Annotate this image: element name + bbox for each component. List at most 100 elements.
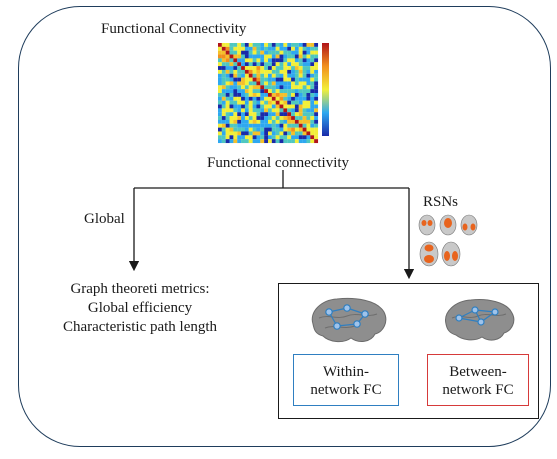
matrix-cell	[252, 69, 257, 74]
matrix-cell	[244, 123, 249, 128]
within-line-2: network FC	[310, 382, 382, 398]
matrix-cell	[241, 43, 245, 47]
matrix-cell	[268, 96, 272, 101]
matrix-cell	[268, 116, 272, 120]
matrix-cell	[237, 127, 242, 132]
matrix-cell	[218, 66, 222, 70]
matrix-cell	[306, 81, 311, 86]
matrix-cell	[314, 43, 319, 47]
matrix-cell	[237, 43, 242, 47]
matrix-cell	[306, 46, 311, 51]
matrix-cell	[241, 135, 245, 140]
matrix-cell	[221, 58, 226, 63]
matrix-cell	[275, 131, 280, 136]
matrix-cell	[268, 112, 272, 117]
matrix-cell	[218, 73, 222, 78]
matrix-cell	[241, 139, 245, 144]
matrix-cell	[287, 62, 292, 67]
matrix-cell	[298, 131, 303, 136]
rsn-map	[419, 241, 439, 267]
matrix-cell	[275, 116, 280, 120]
matrix-cell	[294, 100, 299, 105]
matrix-cell	[229, 77, 234, 82]
matrix-cell	[264, 46, 269, 51]
matrix-cell	[306, 93, 311, 97]
matrix-cell	[271, 116, 276, 120]
matrix-cell	[314, 104, 319, 109]
matrix-cell	[221, 77, 226, 82]
matrix-cell	[229, 104, 234, 109]
matrix-cell	[225, 50, 230, 55]
matrix-cell	[268, 62, 272, 67]
matrix-cell	[287, 135, 292, 140]
matrix-cell	[271, 89, 276, 94]
matrix-cell	[287, 96, 292, 101]
matrix-cell	[260, 89, 265, 94]
matrix-cell	[291, 139, 295, 144]
matrix-cell	[252, 46, 257, 51]
matrix-cell	[244, 77, 249, 82]
matrix-cell	[291, 119, 295, 124]
matrix-cell	[298, 85, 303, 90]
matrix-cell	[275, 119, 280, 124]
matrix-cell	[298, 46, 303, 51]
matrix-cell	[225, 116, 230, 120]
matrix-cell	[314, 89, 319, 94]
matrix-cell	[298, 119, 303, 124]
matrix-cell	[294, 46, 299, 51]
matrix-cell	[283, 50, 288, 55]
matrix-cell	[225, 81, 230, 86]
matrix-cell	[310, 77, 315, 82]
matrix-cell	[237, 108, 242, 113]
matrix-cell	[248, 85, 253, 90]
matrix-cell	[233, 54, 238, 59]
matrix-cell	[244, 73, 249, 78]
matrix-cell	[256, 108, 261, 113]
matrix-cell	[237, 131, 242, 136]
matrix-cell	[252, 54, 257, 59]
matrix-cell	[229, 123, 234, 128]
matrix-cell	[271, 135, 276, 140]
matrix-cell	[268, 108, 272, 113]
matrix-cell	[310, 127, 315, 132]
matrix-cell	[256, 123, 261, 128]
matrix-cell	[221, 85, 226, 90]
matrix-cell	[244, 89, 249, 94]
matrix-cell	[298, 58, 303, 63]
matrix-cell	[291, 112, 295, 117]
matrix-cell	[271, 85, 276, 90]
matrix-cell	[264, 93, 269, 97]
matrix-cell	[252, 131, 257, 136]
matrix-cell	[306, 54, 311, 59]
metrics-line-3: Characteristic path length	[62, 319, 218, 335]
matrix-cell	[314, 123, 319, 128]
matrix-cell	[256, 135, 261, 140]
matrix-cell	[302, 93, 307, 97]
matrix-cell	[310, 96, 315, 101]
matrix-cell	[241, 127, 245, 132]
matrix-cell	[241, 62, 245, 67]
matrix-cell	[241, 69, 245, 74]
matrix-cell	[225, 123, 230, 128]
matrix-cell	[252, 96, 257, 101]
network-node	[333, 322, 341, 330]
matrix-cell	[283, 66, 288, 70]
matrix-cell	[260, 58, 265, 63]
matrix-cell	[248, 123, 253, 128]
matrix-cell	[221, 73, 226, 78]
matrix-cell	[252, 89, 257, 94]
matrix-cell	[244, 85, 249, 90]
matrix-cell	[283, 112, 288, 117]
matrix-cell	[271, 69, 276, 74]
matrix-cell	[244, 139, 249, 144]
matrix-cell	[260, 112, 265, 117]
matrix-cell	[298, 66, 303, 70]
matrix-cell	[291, 93, 295, 97]
matrix-cell	[229, 139, 234, 144]
matrix-cell	[275, 127, 280, 132]
matrix-cell	[283, 135, 288, 140]
matrix-cell	[283, 43, 288, 47]
matrix-cell	[298, 127, 303, 132]
matrix-cell	[294, 50, 299, 55]
matrix-cell	[283, 123, 288, 128]
